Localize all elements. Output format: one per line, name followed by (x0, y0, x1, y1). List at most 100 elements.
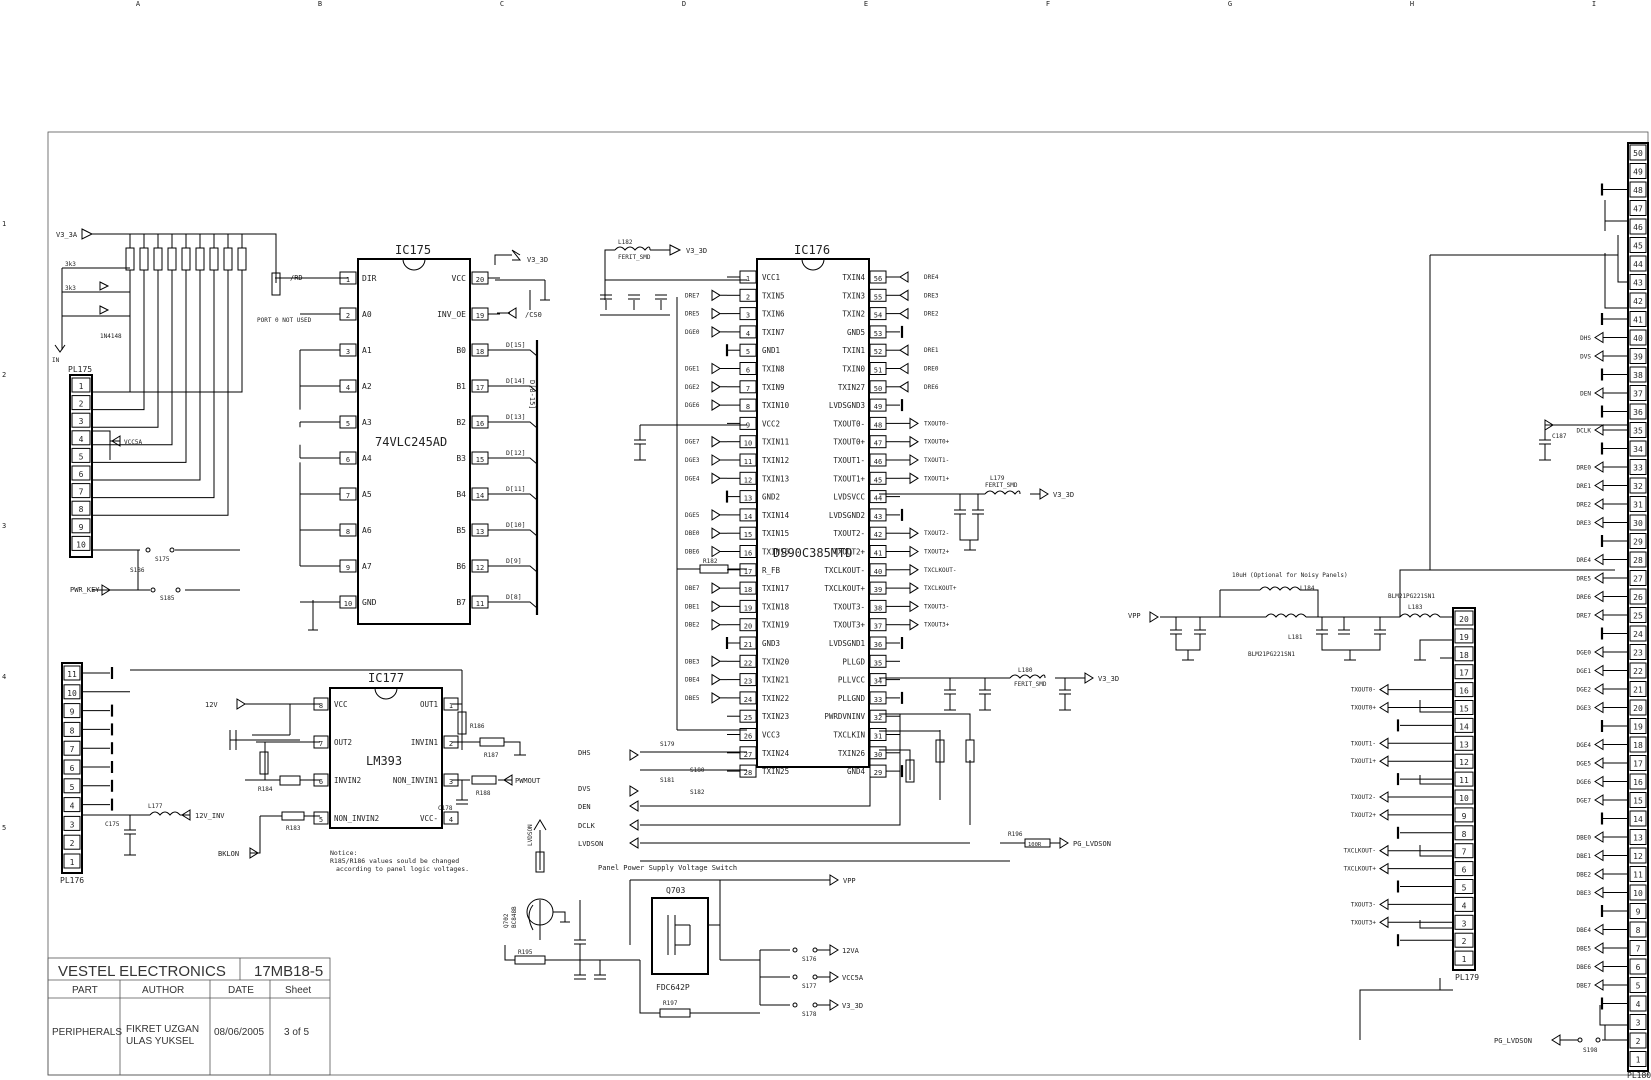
pl180-ref: PL180 (1627, 1071, 1651, 1080)
s181-label: S181 (660, 777, 675, 784)
ic176-pin-30-number: 30 (874, 751, 882, 759)
ic176-sig-23: DBE4 (685, 677, 700, 684)
c175-label: C175 (105, 821, 120, 828)
ic176-sig-42: TXOUT2- (924, 530, 949, 537)
ic176-pin-name-14: TXIN14 (762, 511, 790, 520)
pl180-pin-41: 41 (1633, 316, 1643, 325)
bus-label-2: D[13] (506, 413, 526, 421)
pl180-sig-15: DGE7 (1577, 798, 1592, 805)
pl176-ref: PL176 (60, 876, 84, 885)
ic176-pin-50-number: 50 (874, 385, 882, 393)
l177-label: L177 (148, 803, 163, 810)
pl180-pin-40: 40 (1633, 334, 1643, 343)
ic175-pin-20-number: 20 (476, 276, 484, 284)
ic177-body (329, 687, 443, 829)
ic176-pin-34-number: 34 (874, 678, 882, 686)
ic176-pin-name-5: GND1 (762, 346, 780, 355)
s175-label: S175 (155, 556, 170, 563)
pl180-sig-35: DCLK (1577, 428, 1592, 435)
ic175-pin-16-number: 16 (476, 420, 484, 428)
vcc5a-label: VCC5A (124, 439, 142, 446)
pl180-pin-6: 6 (1636, 963, 1641, 972)
ic176-pin-name-1: VCC1 (762, 273, 780, 282)
s179-label: S179 (660, 741, 675, 748)
pl180-pin-46: 46 (1633, 223, 1643, 232)
bus-label-1: D[14] (506, 377, 526, 385)
pl180-connector (1627, 142, 1649, 1072)
pl176-pin-5: 5 (70, 783, 75, 792)
pl180-sig-10: DBE3 (1577, 890, 1592, 897)
port-note: PORT 0 NOT USED (257, 317, 312, 324)
ic176-pin-name-19: TXIN18 (762, 602, 790, 611)
ic175-pin-name-18: B0 (456, 346, 466, 355)
ic176-pin-name-56: TXIN4 (842, 273, 865, 282)
ic177-pin-4-box (443, 811, 459, 825)
r183-label: R183 (286, 825, 301, 832)
ic177-pin-name-6: INVIN2 (334, 776, 361, 785)
ic176-pin-name-31: TXCLKIN (833, 731, 865, 740)
ic176-pin-name-2: TXIN5 (762, 291, 785, 300)
ic176-sig-52: DRE1 (924, 347, 939, 354)
pl179-ref: PL179 (1455, 973, 1479, 982)
ic176-sig-3: DRE5 (685, 311, 700, 318)
pl180-pin-25: 25 (1633, 612, 1643, 621)
pl180-sig-31: DRE2 (1577, 502, 1592, 509)
cs-label: /CS0 (525, 311, 542, 319)
ic176-pin-name-26: VCC3 (762, 731, 780, 740)
pl175-ref: PL175 (68, 365, 92, 374)
ic176-pin-2-number: 2 (746, 293, 750, 301)
pl179-sig-16: TXOUT0- (1351, 687, 1376, 694)
ic176-pin-41-number: 41 (874, 550, 882, 558)
ic176-pin-52-number: 52 (874, 348, 882, 356)
pl176-pin-1: 1 (70, 858, 75, 867)
ic176-pin-name-47: TXOUT0+ (833, 438, 865, 447)
ic176-pin-16-number: 16 (744, 550, 752, 558)
v12a-label: 12VA (842, 947, 860, 955)
ic176-pin-55-number: 55 (874, 293, 882, 301)
pl175-pin-10: 10 (76, 540, 86, 549)
l179-label: L179 (990, 475, 1005, 482)
ic177-pin-name-1: OUT1 (420, 700, 438, 709)
bus-label-5: D[10] (506, 521, 526, 529)
pl180-sig-37: DEN (1580, 391, 1591, 398)
pl180-pin-9: 9 (1636, 908, 1641, 917)
ic176-pin-24-number: 24 (744, 696, 752, 704)
ic177-pin-2-number: 2 (449, 740, 453, 748)
ic176-pin-name-35: PLLGD (842, 657, 865, 666)
v33a-label: V3_3A (56, 231, 78, 239)
ic176-sig-47: TXOUT0+ (924, 439, 950, 446)
psw-vcc5a-label: VCC5A (842, 974, 864, 982)
ic176-sig-12: DGE4 (685, 475, 700, 482)
ic175-pin-9-number: 9 (346, 564, 350, 572)
ic176-pin-name-7: TXIN9 (762, 383, 785, 392)
svg-text:3k3: 3k3 (65, 261, 76, 268)
s176-label: S176 (802, 956, 817, 963)
notice-line1: Notice: (330, 849, 357, 857)
ic176-sig-15: DBE0 (685, 530, 700, 537)
grid-col-E: E (864, 0, 868, 8)
bus-label-4: D[11] (506, 485, 526, 493)
ic176-pin-5-number: 5 (746, 348, 750, 356)
ic176-pin-name-24: TXIN22 (762, 694, 789, 703)
ic175-pin-name-1: DIR (362, 274, 377, 283)
ic176-sig-7: DGE2 (685, 384, 700, 391)
pwmout-label: PWMOUT (515, 777, 541, 785)
ic175-pin-name-16: B2 (456, 418, 466, 427)
ic176-pin-name-10: TXIN11 (762, 438, 789, 447)
ic177-pin-1-number: 1 (449, 702, 453, 710)
author-1: FIKRET UZGAN (126, 1024, 199, 1035)
ic176-pin-10-number: 10 (744, 440, 752, 448)
pl179-pin-7: 7 (1462, 848, 1467, 857)
pl179-pin-12: 12 (1459, 758, 1469, 767)
ic176-pin-name-49: LVDSGND3 (829, 401, 865, 410)
pl179-pin-17: 17 (1459, 669, 1469, 678)
l183-label: L183 (1408, 604, 1423, 611)
pl180-pin-44: 44 (1633, 260, 1643, 269)
v12-label: 12V (205, 701, 218, 709)
pl180-pin-5: 5 (1636, 982, 1641, 991)
pl176-pin-2: 2 (70, 839, 75, 848)
pl180-pin-30: 30 (1633, 519, 1643, 528)
ic175-pin-name-5: A3 (362, 418, 372, 427)
pl180-sig-22: DGE1 (1577, 668, 1592, 675)
